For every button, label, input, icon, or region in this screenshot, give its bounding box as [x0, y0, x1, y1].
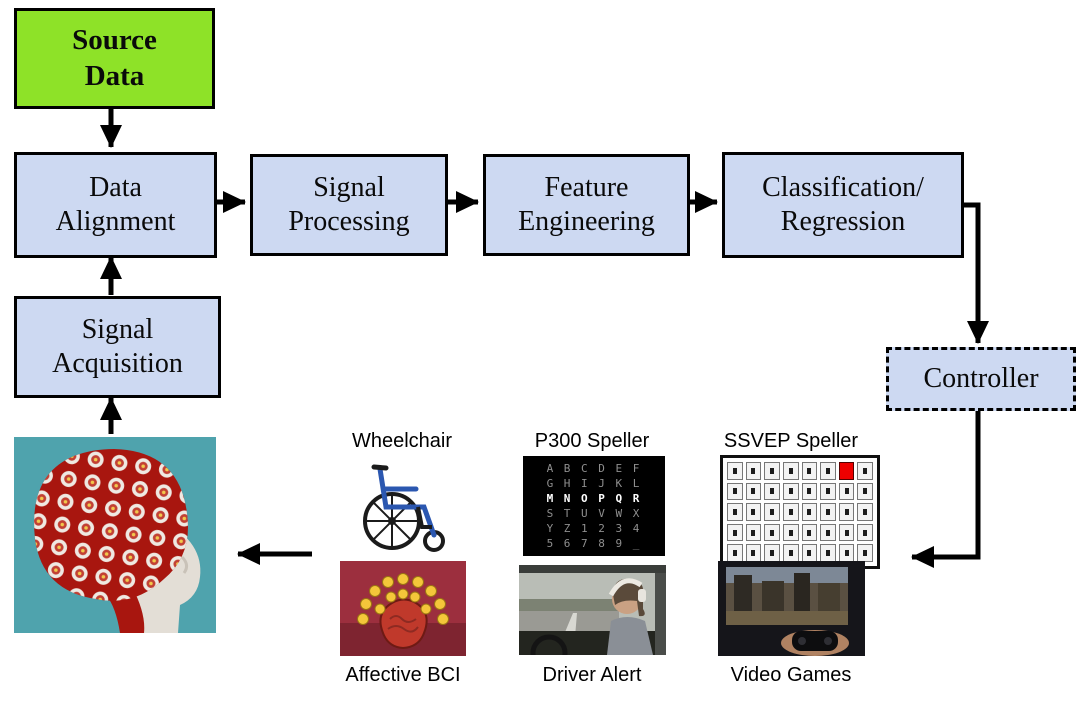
box-feature-engineering: Feature Engineering — [483, 154, 690, 256]
eeg-cap-illustration — [14, 437, 216, 633]
p300-matrix-row: M N O P Q R — [546, 491, 642, 505]
p300-matrix-row: 5 6 7 8 9 _ — [546, 536, 642, 550]
ssvep-cell — [782, 462, 799, 480]
ssvep-cell — [727, 482, 743, 501]
label-affective-bci: Affective BCI — [345, 664, 461, 686]
ssvep-cell — [782, 544, 799, 562]
box-source-data-label: Source Data — [72, 24, 157, 92]
ssvep-cell — [727, 503, 743, 521]
ssvep-cell — [801, 523, 818, 542]
ssvep-cell — [745, 503, 762, 521]
box-controller-label: Controller — [923, 362, 1039, 394]
ssvep-cell — [727, 523, 743, 542]
ssvep-cell — [745, 462, 762, 480]
box-source-data: Source Data — [14, 8, 215, 109]
box-feature-engineering-label: Feature Engineering — [518, 171, 655, 237]
wheelchair-illustration — [346, 455, 462, 557]
video-games-illustration — [718, 561, 865, 656]
wheelchair-image — [346, 455, 462, 557]
ssvep-cell — [801, 462, 818, 480]
ssvep-cell — [820, 482, 836, 501]
label-driver-alert: Driver Alert — [542, 664, 642, 686]
label-ssvep-speller: SSVEP Speller — [723, 430, 859, 452]
box-data-alignment-label: Data Alignment — [55, 171, 176, 237]
ssvep-cell — [782, 523, 799, 542]
ssvep-cell — [820, 462, 836, 480]
ssvep-cell — [857, 523, 873, 542]
ssvep-cell — [857, 482, 873, 501]
ssvep-cell — [745, 544, 762, 562]
affective-bci-illustration — [340, 561, 466, 656]
box-signal-processing: Signal Processing — [250, 154, 448, 256]
ssvep-cell — [857, 462, 873, 480]
p300-matrix-row: S T U V W X — [546, 506, 642, 520]
ssvep-cell — [857, 544, 873, 562]
box-signal-processing-label: Signal Processing — [288, 171, 410, 237]
ssvep-cell — [801, 503, 818, 521]
ssvep-cell — [727, 462, 743, 480]
ssvep-grid — [720, 455, 880, 569]
ssvep-highlight-cell — [838, 462, 855, 480]
ssvep-cell — [745, 523, 762, 542]
ssvep-cell — [820, 503, 836, 521]
ssvep-cell — [764, 523, 780, 542]
label-p300-speller: P300 Speller — [534, 430, 650, 452]
ssvep-cell — [764, 544, 780, 562]
ssvep-cell — [838, 544, 855, 562]
ssvep-cell — [820, 544, 836, 562]
affective-bci-image — [340, 561, 466, 656]
ssvep-cell — [764, 462, 780, 480]
eeg-cap-image — [14, 437, 216, 633]
ssvep-cell — [801, 482, 818, 501]
p300-matrix-row: Y Z 1 2 3 4 — [546, 521, 642, 535]
p300-matrix-row: G H I J K L — [546, 476, 642, 490]
ssvep-cell — [838, 503, 855, 521]
arrow-controller-to-applications — [911, 407, 981, 568]
ssvep-cell — [838, 523, 855, 542]
box-controller: Controller — [886, 347, 1076, 411]
ssvep-cell — [782, 482, 799, 501]
ssvep-cell — [745, 482, 762, 501]
ssvep-cell — [764, 503, 780, 521]
label-wheelchair: Wheelchair — [351, 430, 453, 452]
ssvep-cell — [764, 482, 780, 501]
driver-alert-image — [519, 565, 666, 655]
box-classification-regression-label: Classification/ Regression — [762, 171, 924, 237]
box-classification-regression: Classification/ Regression — [722, 152, 964, 258]
ssvep-cell — [782, 503, 799, 521]
box-data-alignment: Data Alignment — [14, 152, 217, 258]
driver-alert-illustration — [519, 565, 666, 655]
ssvep-cell — [857, 503, 873, 521]
ssvep-cell — [820, 523, 836, 542]
label-video-games: Video Games — [730, 664, 852, 686]
box-signal-acquisition: Signal Acquisition — [14, 296, 221, 398]
p300-matrix-row: A B C D E F — [546, 461, 642, 475]
ssvep-cell — [727, 544, 743, 562]
box-signal-acquisition-label: Signal Acquisition — [52, 313, 183, 379]
video-games-image — [718, 561, 865, 656]
ssvep-cell — [838, 482, 855, 501]
ssvep-cell — [801, 544, 818, 562]
